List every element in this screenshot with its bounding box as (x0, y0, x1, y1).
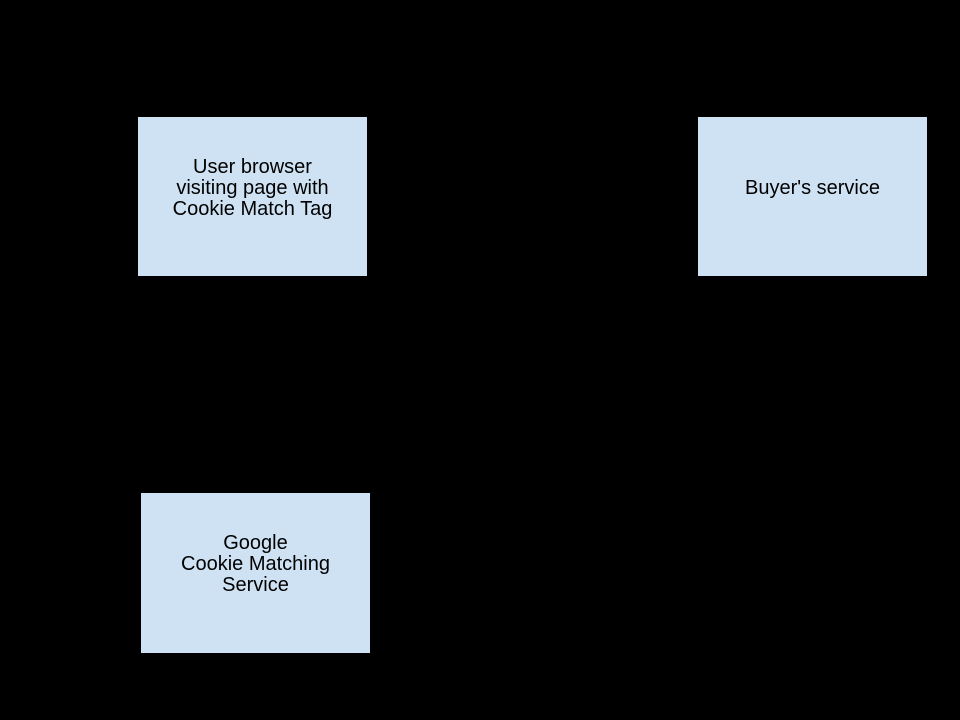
node-label-line: visiting page with (176, 176, 329, 199)
node-label-line: Cookie Matching (181, 553, 330, 575)
node-label-line: Cookie Match Tag (172, 197, 333, 220)
node-google-cookie-matching-service: Google Cookie Matching Service (140, 492, 371, 654)
node-user-browser-label: User browser visiting page with Cookie M… (138, 155, 367, 220)
node-google-cookie-matching-service-label: Google Cookie Matching Service (141, 533, 370, 596)
node-label-line: Service (222, 574, 289, 596)
node-label-line: Google (223, 532, 288, 554)
node-buyers-service: Buyer's service (697, 116, 928, 277)
node-user-browser: User browser visiting page with Cookie M… (137, 116, 368, 277)
node-label-line: Buyer's service (745, 176, 880, 199)
node-buyers-service-label: Buyer's service (698, 176, 927, 199)
node-label-line: User browser (193, 155, 312, 178)
